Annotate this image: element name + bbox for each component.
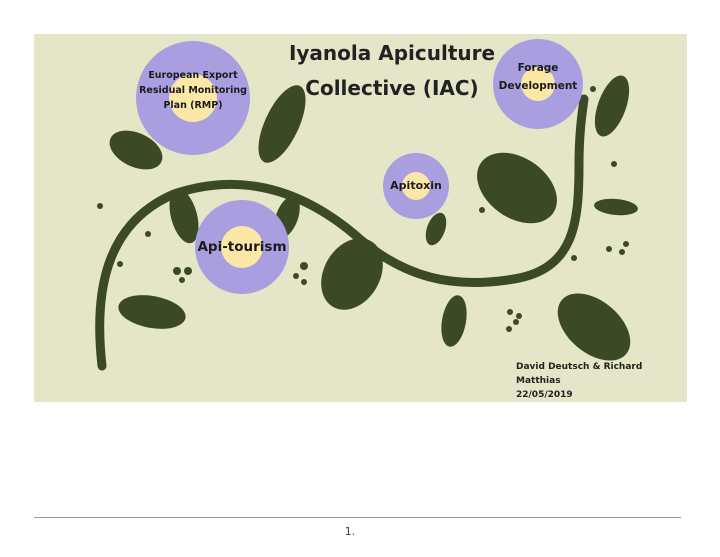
leaf — [258, 85, 306, 163]
leaf — [594, 198, 638, 216]
flower-rmp — [136, 41, 250, 155]
label-line: Development — [498, 80, 578, 92]
title-line: Iyanola Apiculture — [288, 41, 496, 65]
leaf — [477, 152, 557, 224]
vine-illustration — [95, 39, 638, 371]
footer-divider — [34, 517, 681, 518]
vine-stem — [95, 94, 589, 371]
leaf — [169, 188, 199, 244]
leaf — [118, 295, 186, 329]
label-line: European Export — [148, 70, 238, 81]
leaf — [425, 212, 447, 246]
label-line: Plan (RMP) — [163, 100, 223, 111]
label-line: Forage — [517, 62, 559, 74]
leaf — [557, 293, 631, 361]
flower-apitoxin — [383, 153, 449, 219]
flower-apitourism — [195, 200, 289, 294]
prezi-slide: Iyanola Apiculture Collective (IAC) Euro… — [34, 34, 687, 402]
apitourism-node-label[interactable]: Api-tourism — [197, 239, 287, 255]
forage-node-label[interactable]: Forage Development — [489, 59, 587, 95]
authors-text: David Deutsch & Richard Matthias — [516, 362, 643, 386]
leaf — [321, 238, 383, 310]
flower-forage — [493, 39, 583, 129]
leaf — [109, 130, 163, 170]
label-line: Residual Monitoring — [139, 85, 247, 96]
title-line: Collective (IAC) — [305, 76, 479, 100]
page-number: 1. — [344, 525, 356, 538]
author-block: David Deutsch & Richard Matthias 22/05/2… — [516, 360, 687, 402]
leaf — [594, 75, 630, 137]
leaf — [441, 295, 467, 347]
apitoxin-node-label[interactable]: Apitoxin — [390, 179, 442, 192]
rmp-node-label[interactable]: European Export Residual Monitoring Plan… — [133, 68, 253, 113]
presentation-title: Iyanola Apiculture Collective (IAC) — [282, 36, 502, 106]
date-text: 22/05/2019 — [516, 390, 573, 400]
